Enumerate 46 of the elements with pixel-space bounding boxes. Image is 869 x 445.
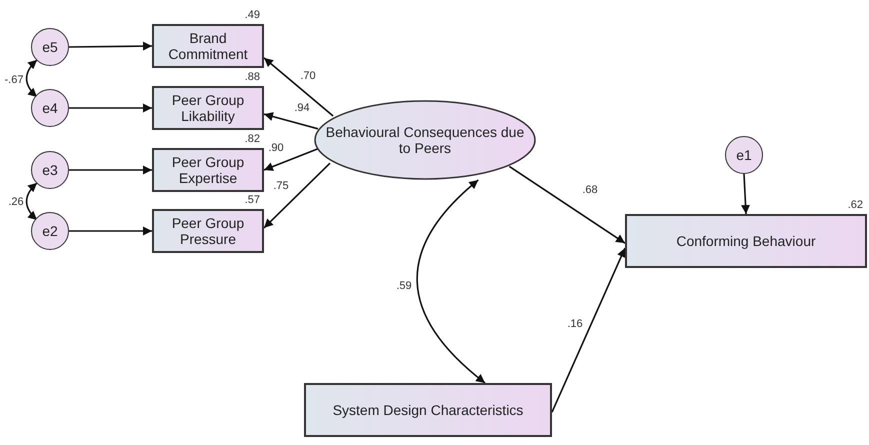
path-arrow: [264, 112, 318, 130]
node-label: e2: [42, 222, 58, 240]
path-coefficient: .68: [581, 184, 599, 196]
error-term-circle: [725, 136, 763, 174]
node-label: Behavioural Consequences due to Peers: [324, 124, 526, 156]
node-label: e5: [42, 38, 58, 56]
path-arrow: [741, 174, 750, 214]
node-label: Peer Group Pressure: [170, 214, 246, 248]
node-label: e3: [42, 162, 58, 178]
r-squared-value: .62: [848, 199, 863, 212]
node-label: System Design Characteristics: [332, 402, 524, 418]
path-arrow: [26, 182, 38, 221]
node-label: Peer Group Expertise: [170, 154, 246, 186]
path-coefficient: .75: [272, 180, 290, 192]
path-arrow: [416, 179, 486, 384]
error-term-circle: [31, 151, 69, 189]
path-arrow: [263, 162, 331, 228]
path-arrow: [69, 166, 152, 174]
path-coefficient: .94: [293, 102, 311, 114]
path-arrow: [68, 42, 152, 51]
path-coefficient: .16: [566, 318, 584, 330]
r-squared-value: .88: [244, 71, 260, 84]
error-term-circle: [31, 28, 69, 66]
node-label: e1: [736, 146, 752, 164]
path-arrow: [508, 166, 626, 244]
path-arrow: [263, 57, 334, 117]
path-coefficient: .26: [7, 196, 25, 208]
path-arrow: [551, 248, 626, 412]
r-squared-value: .82: [244, 133, 260, 146]
path-arrow: [69, 104, 152, 112]
path-coefficient: .70: [299, 70, 317, 82]
r-squared-value: .49: [244, 9, 260, 22]
r-squared-value: .57: [244, 194, 260, 207]
node-label: Conforming Behaviour: [676, 232, 816, 250]
path-coefficient: .90: [267, 142, 285, 154]
path-arrow: [69, 226, 152, 236]
path-coefficient: -.67: [4, 74, 24, 86]
path-arrow: [264, 148, 318, 171]
path-coefficient: .59: [395, 280, 413, 292]
node-label: e4: [42, 100, 58, 116]
node-label: Brand Commitment: [167, 30, 249, 62]
observed-variable-box: [304, 383, 552, 437]
path-arrow: [26, 59, 38, 98]
error-term-circle: [31, 89, 69, 127]
error-term-circle: [31, 212, 69, 250]
node-label: Peer Group Likability: [170, 92, 246, 124]
